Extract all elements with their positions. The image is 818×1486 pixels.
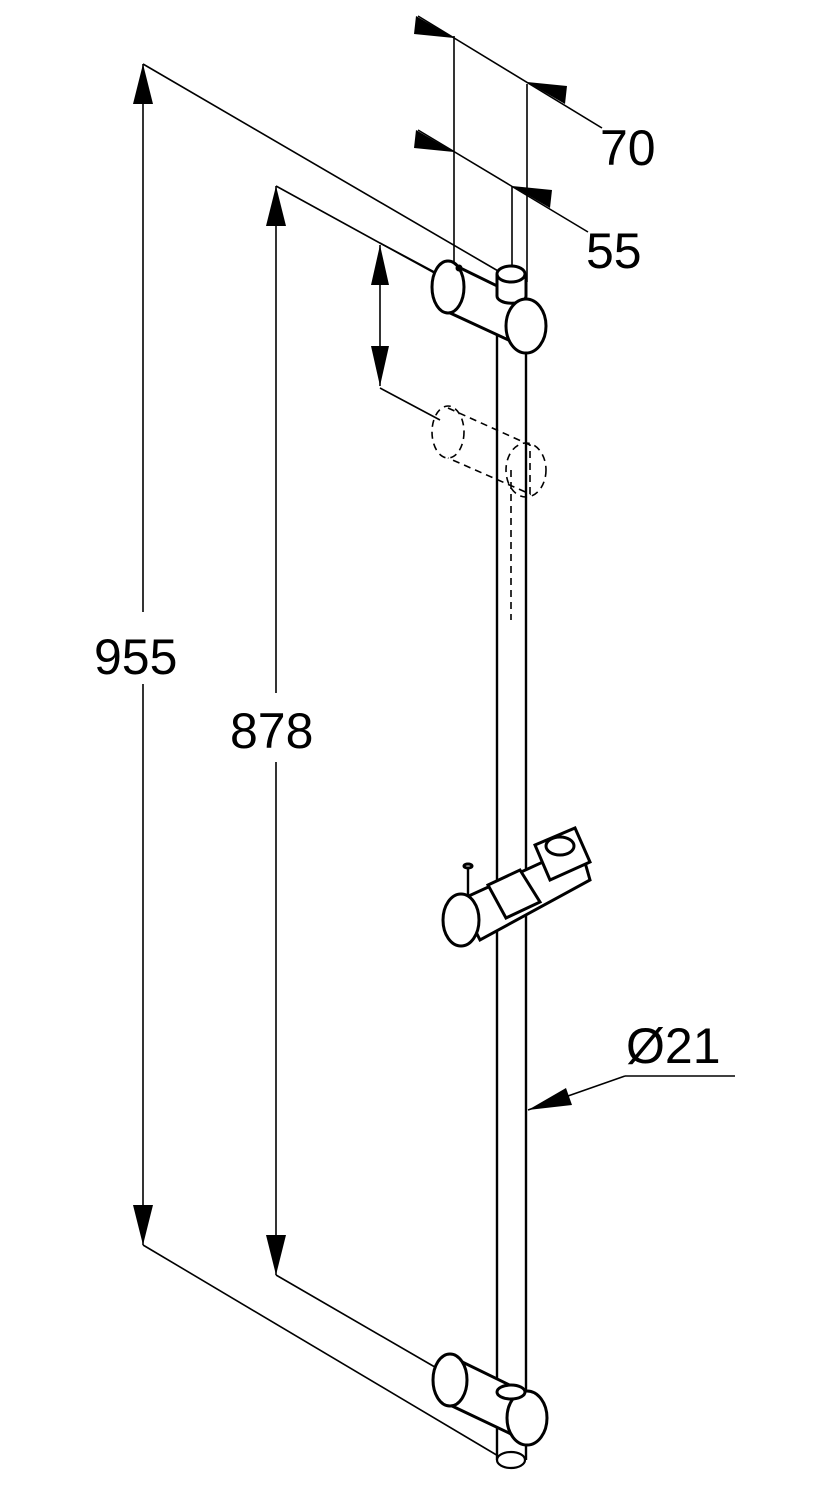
- rail-bottom-end: [495, 1450, 527, 1470]
- diameter-arrow: [528, 1088, 572, 1110]
- dim-955-extension-top: [142, 63, 506, 276]
- dim-955-arrow-bottom: [133, 1205, 153, 1245]
- slider-collar: [485, 868, 543, 920]
- dim-55-line: [417, 129, 589, 233]
- bottom-bracket-rail-collar: [495, 1383, 527, 1401]
- ghost-bracket-wall-end: [431, 405, 465, 459]
- shower-holder-slider: [441, 826, 592, 948]
- slider-adjustment-dimension: [371, 242, 441, 421]
- slider-cradle-opening: [544, 835, 576, 857]
- dimension-55: 55: [414, 129, 642, 279]
- ghost-bracket-body: [447, 407, 531, 496]
- dim-878-arrow-top: [266, 186, 286, 226]
- dim-70-arrow-left: [414, 16, 454, 38]
- dim-70-line: [417, 15, 603, 129]
- dim-70-label: 70: [600, 120, 656, 176]
- bottom-bracket: [431, 1352, 549, 1447]
- slider-knob: [441, 892, 481, 948]
- dim-878-label: 878: [230, 703, 313, 759]
- bracket-ghost-position: [431, 405, 547, 620]
- dim-55-arrow-right: [512, 186, 552, 208]
- dim-70-arrow-right: [527, 82, 567, 104]
- top-bracket-screw-dot: [455, 264, 463, 272]
- dim-55-label: 55: [586, 223, 642, 279]
- adjust-extension-top: [379, 242, 441, 276]
- slider-lever-pin-top: [462, 862, 474, 870]
- adjust-extension-bottom: [379, 387, 441, 421]
- top-bracket: [430, 259, 548, 355]
- dimension-955: 955: [94, 63, 506, 1461]
- top-bracket-rail-top: [495, 264, 527, 284]
- dim-955-arrow-top: [133, 64, 153, 104]
- bottom-bracket-front-face: [505, 1389, 549, 1447]
- dim-878-arrow-bottom: [266, 1235, 286, 1275]
- adjust-arrow-bottom: [371, 346, 389, 386]
- dim-955-label: 955: [94, 629, 177, 685]
- diameter-label: Ø21: [626, 1018, 721, 1074]
- dim-878-extension-bottom: [275, 1274, 441, 1371]
- ghost-bracket-front-face: [505, 442, 547, 498]
- bottom-bracket-wall-end: [431, 1352, 469, 1408]
- dimension-diameter: Ø21: [527, 1018, 735, 1111]
- dim-55-arrow-left: [414, 130, 454, 152]
- top-bracket-front-face: [504, 297, 548, 355]
- dimension-878: 878: [230, 185, 441, 1371]
- top-bracket-wall-end: [430, 259, 466, 315]
- dim-955-extension-bottom: [142, 1244, 506, 1461]
- adjust-arrow-top: [371, 245, 389, 285]
